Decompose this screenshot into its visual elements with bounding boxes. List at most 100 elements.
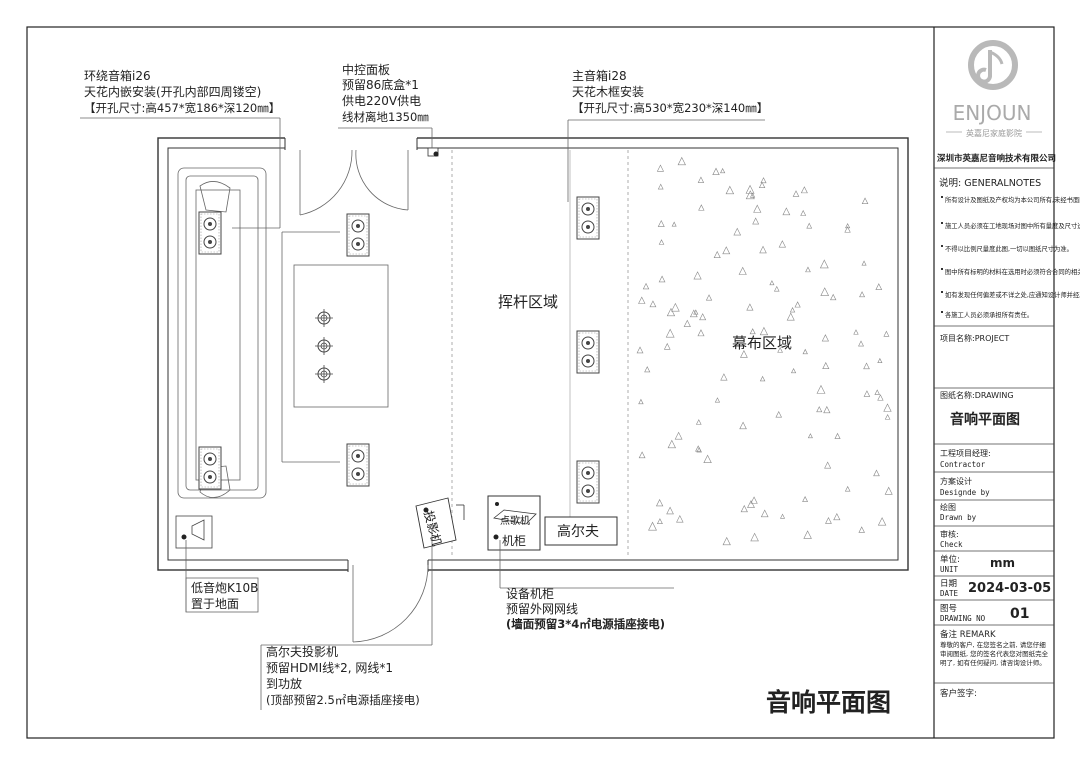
- date-label-en: DATE: [940, 589, 959, 598]
- surround-speaker: [346, 213, 370, 257]
- design-label: 方案设计: [940, 476, 972, 486]
- hatch-mark: [750, 532, 759, 542]
- hatch-mark: [863, 390, 871, 397]
- check-label-en: Check: [940, 540, 963, 549]
- leader-lines: [80, 117, 765, 710]
- door-bottom: [352, 564, 429, 643]
- hatch-mark: [644, 366, 651, 373]
- hatch-mark: [697, 329, 705, 337]
- hatch-mark: [693, 271, 702, 280]
- callout-main-speaker: 主音箱i28 天花木框安装 【开孔尺寸:高530*宽230*深140㎜】: [572, 68, 768, 115]
- hatch-mark: [752, 217, 760, 225]
- hatch-mark: [638, 451, 646, 459]
- hatch-mark: [858, 340, 864, 347]
- hatch-mark: [859, 291, 866, 298]
- callout-line: 主音箱i28: [572, 68, 627, 83]
- hatch-mark: [823, 405, 831, 414]
- callout-line: 线材离地1350㎜: [342, 110, 429, 124]
- hatch-mark: [674, 431, 683, 440]
- swing-zone-label: 挥杆区域: [498, 293, 558, 311]
- hatch-mark: [740, 504, 748, 513]
- hatch-mark: [858, 526, 865, 533]
- cabinet-label: 机柜: [502, 534, 526, 548]
- hatch-mark: [863, 362, 870, 370]
- hatch-mark: [747, 500, 755, 508]
- main-speaker: [576, 330, 600, 374]
- drawn-label-en: Drawn by: [940, 513, 977, 522]
- unit-label: 单位:: [940, 554, 960, 565]
- hatch-mark: [666, 506, 674, 515]
- karaoke-label: 点歌机: [500, 514, 530, 527]
- drawing-no-label-en: DRAWING NO: [940, 614, 986, 623]
- hatch-mark: [786, 312, 795, 321]
- main-speaker: [576, 196, 600, 240]
- hatch-mark: [844, 226, 851, 233]
- hatch-mark: [649, 300, 657, 308]
- callout-line: 预留外网网线: [506, 602, 578, 616]
- hatch-mark: [667, 439, 676, 449]
- drawing-name: 音响平面图: [950, 411, 1020, 428]
- callout-line: 预留HDMI线*2, 网线*1: [266, 661, 393, 675]
- hatch-mark: [683, 319, 691, 327]
- hatch-mark: [676, 514, 684, 523]
- hatch-mark: [884, 413, 891, 420]
- hatch-mark: [874, 389, 880, 395]
- note-item: 不得以比例尺量度此图,一切以图纸尺寸为准。: [945, 244, 1073, 253]
- callout-line: 预留86底盒*1: [342, 77, 419, 92]
- hatch-mark: [693, 309, 699, 315]
- enjoun-logo: ENJOUN 英嘉尼家庭影院: [946, 40, 1042, 138]
- callout-line: 到功放: [266, 676, 302, 691]
- hatch-mark: [778, 240, 787, 248]
- hatch-mark: [861, 260, 867, 266]
- callout-line: 高尔夫投影机: [266, 644, 338, 659]
- hatch-mark: [671, 302, 680, 312]
- double-door-top: [299, 149, 409, 216]
- hatch-mark: [844, 485, 851, 492]
- hatch-mark: [807, 433, 813, 439]
- remark-label: 备注 REMARK: [940, 629, 996, 640]
- callout-line: 设备机柜: [506, 587, 554, 601]
- hatch-mark: [663, 342, 671, 350]
- callout-cabinet: 设备机柜 预留外网网线 (墙面预留3*4㎡电源插座接电): [506, 587, 665, 631]
- check-label: 审核:: [940, 529, 959, 539]
- hatch-mark: [800, 186, 808, 194]
- hatch-mark: [769, 280, 775, 286]
- callout-line: 供电220V供电: [342, 94, 421, 108]
- hatch-mark: [816, 384, 826, 394]
- drawing-no-value: 01: [1010, 606, 1029, 622]
- hatch-mark: [698, 204, 705, 211]
- hatch-mark: [790, 367, 797, 374]
- hatch-mark: [877, 394, 884, 401]
- notes-list: 所有设计及图纸及产权均为本公司所有,未经书面同意不得采用。 施工人员必须在工地现…: [941, 195, 1080, 319]
- hatch-mark: [822, 361, 830, 369]
- hatch-mark: [745, 190, 755, 200]
- ceiling-light: [314, 336, 334, 356]
- note-item: 施工人员必须在工地现场对图中所有量度及尺寸进行核对。: [945, 221, 1080, 230]
- hatch-mark: [749, 328, 756, 335]
- hatch-mark: [777, 347, 783, 353]
- hatch-mark: [722, 246, 731, 255]
- hatch-mark: [780, 513, 786, 519]
- hatch-mark: [877, 517, 887, 526]
- hatch-mark: [805, 266, 811, 273]
- screen-zone-label: 幕布区域: [732, 334, 792, 352]
- hatch-mark: [720, 167, 726, 174]
- surround-speaker: [198, 211, 222, 255]
- hatch-mark: [883, 330, 890, 337]
- pm-label: 工程项目经理:: [940, 448, 991, 458]
- design-label-en: Designde by: [940, 488, 990, 497]
- hatch-mark: [758, 181, 766, 189]
- golf-box: [544, 516, 618, 546]
- callout-control-panel: 中控面板 预留86底盒*1 供电220V供电 线材离地1350㎜: [342, 62, 429, 124]
- hatch-mark: [750, 496, 758, 504]
- callout-line: 低音炮K10B: [191, 580, 258, 595]
- callout-line: 置于地面: [191, 597, 239, 611]
- main-speaker: [576, 460, 600, 504]
- callout-line: 【开孔尺寸:高530*宽230*深140㎜】: [572, 101, 768, 115]
- hatch-mark: [821, 334, 829, 342]
- hatch-mark: [883, 403, 892, 412]
- hatch-mark: [760, 509, 769, 518]
- note-item: 所有设计及图纸及产权均为本公司所有,未经书面同意不得采用。: [945, 195, 1080, 204]
- hatch-mark: [802, 348, 808, 355]
- unit-value: mm: [990, 556, 1015, 570]
